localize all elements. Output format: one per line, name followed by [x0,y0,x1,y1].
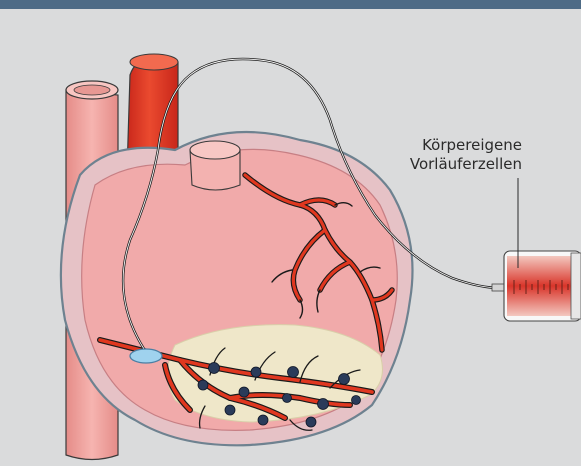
callout-line-2: Vorläuferzellen [386,155,522,174]
pulmonary-trunk [190,141,240,190]
balloon-tip [130,349,162,363]
callout-line-1: Körpereigene [386,136,522,155]
callout-label: Körpereigene Vorläuferzellen [386,136,522,174]
syringe [492,251,581,321]
